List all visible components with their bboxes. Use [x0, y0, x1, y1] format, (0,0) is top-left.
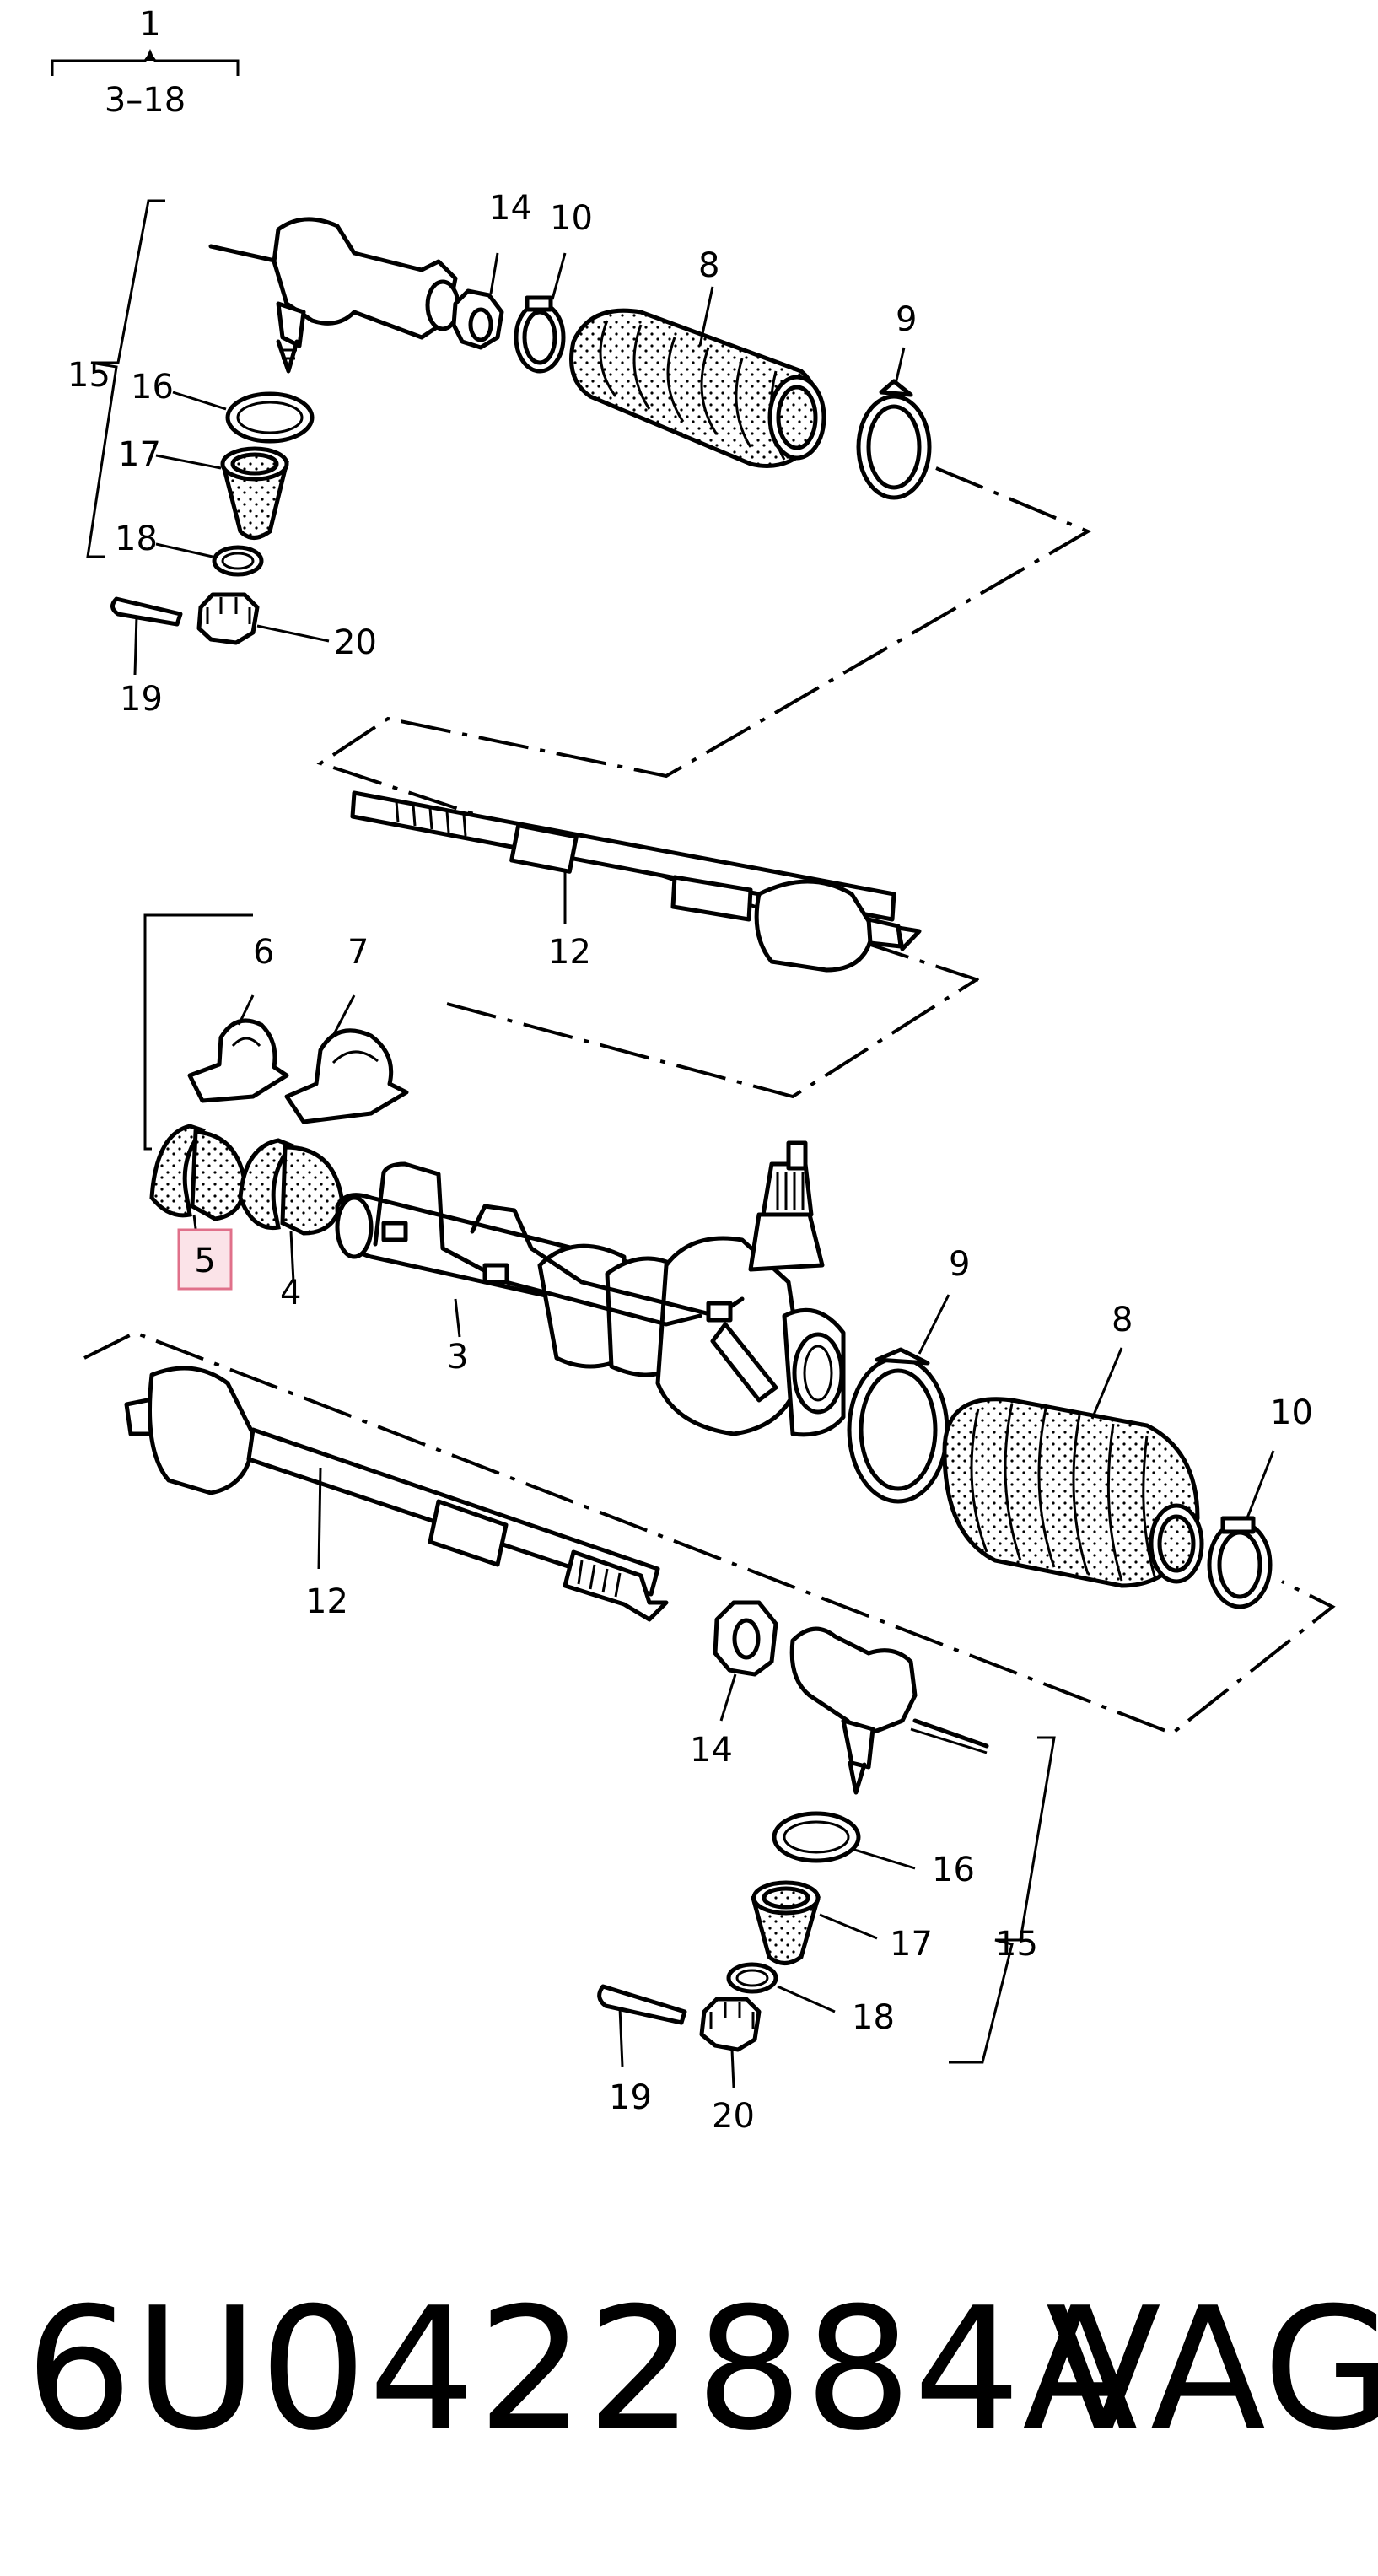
callout-top-9: 9: [896, 300, 917, 339]
lower-boot-assembly: 9 8 10: [83, 1245, 1336, 1736]
callout-upper-12: 12: [548, 933, 591, 972]
group-bracket: [86, 199, 165, 558]
callout-lower-14: 14: [690, 1731, 733, 1770]
lower-tie-rod-end-assembly: 14 15 16 17 18 19 20: [597, 1600, 1056, 2136]
callout-top-8: 8: [698, 246, 719, 285]
callout-top-18: 18: [115, 520, 158, 558]
bush-5: [149, 1124, 207, 1218]
top-tie-rod-end-assembly: 15 14 10 8 9 16: [67, 189, 1092, 982]
callout-lower-8: 8: [1112, 1301, 1133, 1339]
callout-top-20: 20: [334, 623, 377, 662]
highlight-box: [177, 1228, 233, 1291]
callout-lower-16: 16: [932, 1851, 975, 1889]
ref-number: 1: [139, 5, 160, 44]
lower-small-ring: [726, 1962, 778, 1994]
upper-tie-rod: 12: [350, 790, 922, 973]
top-seal-ring: [225, 391, 315, 444]
clamp-7: [284, 1028, 409, 1124]
callout-lower-9: 9: [949, 1245, 970, 1284]
callout-top-17: 17: [118, 435, 161, 474]
callout-4: 4: [280, 1274, 301, 1312]
callout-lower-18: 18: [852, 1998, 895, 2037]
lower-tie-rod: 12: [124, 1366, 669, 1622]
callout-top-16: 16: [131, 368, 174, 407]
lower-castle-nut: [699, 1997, 762, 2052]
brand-name: VAG: [1046, 2272, 1378, 2468]
part-number: 6U0422884A: [25, 2272, 1140, 2468]
lower-tie-rod-end: [789, 1626, 918, 1734]
lower-group-bracket: [949, 1736, 1056, 2064]
footer: 6U0422884A VAG: [0, 2269, 1378, 2471]
callout-top-19: 19: [120, 680, 163, 719]
callout-lower-15: 15: [995, 1925, 1038, 1964]
steering-rack: 3: [335, 1140, 846, 1437]
callout-lower-12: 12: [305, 1582, 348, 1621]
bush-4: [238, 1138, 295, 1231]
reference-bracket: 1 3–18: [51, 5, 240, 120]
callout-top-15: 15: [67, 356, 110, 395]
callout-top-10: 10: [550, 199, 593, 238]
lower-seal-ring: [772, 1811, 861, 1863]
rubber-bushes: 5 4: [149, 1124, 344, 1312]
callout-3: 3: [447, 1338, 468, 1377]
top-split-pin: [110, 596, 183, 627]
callout-lower-19: 19: [609, 2078, 652, 2117]
callout-7: 7: [347, 933, 369, 972]
callout-lower-20: 20: [712, 2097, 755, 2136]
top-castle-nut: [196, 592, 260, 645]
callout-lower-10: 10: [1270, 1393, 1313, 1432]
mounting-clamps: 6 7: [143, 913, 980, 1151]
callout-lower-17: 17: [890, 1925, 933, 1964]
ref-range: 3–18: [105, 81, 186, 120]
lower-split-pin: [597, 1984, 687, 2025]
top-small-ring: [212, 545, 264, 577]
callout-5: 5: [194, 1242, 215, 1280]
clamp-6: [187, 1018, 289, 1103]
callout-top-14: 14: [489, 189, 532, 228]
callout-6: 6: [253, 933, 274, 972]
